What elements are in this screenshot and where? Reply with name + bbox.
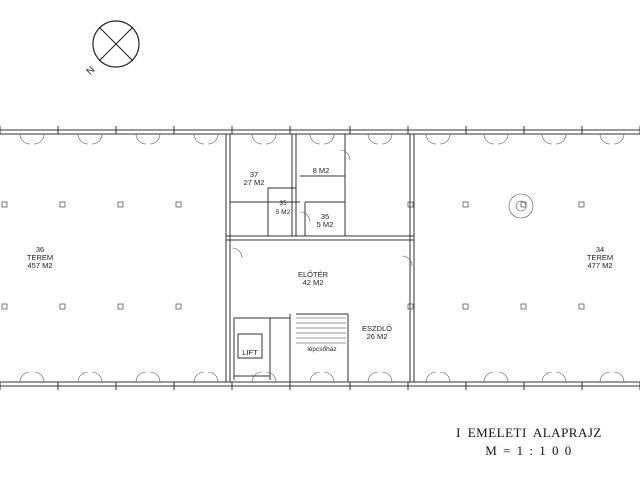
door-swing bbox=[497, 133, 509, 145]
door-swing bbox=[309, 133, 321, 145]
door-swing bbox=[265, 371, 277, 383]
door-swing bbox=[207, 133, 219, 145]
column bbox=[462, 303, 469, 310]
door-swing bbox=[149, 133, 161, 145]
column bbox=[117, 303, 124, 310]
column bbox=[578, 303, 585, 310]
lift-box bbox=[237, 333, 263, 359]
door-swing bbox=[323, 133, 335, 145]
lift-label: LIFT bbox=[242, 348, 258, 357]
door-swing bbox=[367, 133, 379, 145]
door-swing bbox=[555, 133, 567, 145]
door-swing bbox=[613, 133, 625, 145]
column bbox=[117, 201, 124, 208]
room-34-area: 477 M2 bbox=[587, 261, 612, 270]
door-swing bbox=[91, 371, 103, 383]
door-swing bbox=[541, 371, 553, 383]
door-swing bbox=[599, 371, 611, 383]
column bbox=[407, 201, 414, 208]
door-swing bbox=[367, 371, 379, 383]
room-36-name: TEREM bbox=[27, 253, 53, 262]
door-swing bbox=[483, 371, 495, 383]
door-swing bbox=[33, 371, 45, 383]
room-35b-number: 35 bbox=[321, 212, 329, 221]
door-swing bbox=[497, 371, 509, 383]
column bbox=[175, 303, 182, 310]
door-swing bbox=[425, 371, 437, 383]
door-swing bbox=[77, 133, 89, 145]
eszkozp-name: ESZDLŐ bbox=[362, 324, 392, 333]
door-swing bbox=[323, 371, 335, 383]
door-swing bbox=[207, 371, 219, 383]
plan-title: I EMELETI ALAPRAJZ bbox=[456, 425, 602, 440]
column bbox=[1, 201, 8, 208]
north-label: N bbox=[85, 65, 98, 78]
room-wc-area: 8 M2 bbox=[313, 166, 330, 175]
building-walls bbox=[0, 126, 640, 390]
door-swing bbox=[135, 371, 147, 383]
door-swing bbox=[299, 211, 311, 223]
door-swing bbox=[439, 371, 451, 383]
door-swing bbox=[77, 371, 89, 383]
column bbox=[59, 303, 66, 310]
door-swing bbox=[483, 133, 495, 145]
door-swing bbox=[541, 133, 553, 145]
door-swing bbox=[309, 371, 321, 383]
eszkozp-area: 26 M2 bbox=[367, 332, 388, 341]
plan-title-block: I EMELETI ALAPRAJZ M = 1 : 1 0 0 bbox=[418, 424, 640, 460]
door-swing bbox=[193, 371, 205, 383]
door-swing bbox=[19, 371, 31, 383]
column bbox=[59, 201, 66, 208]
door-swing bbox=[251, 371, 263, 383]
door-swing bbox=[339, 149, 351, 161]
door-swings bbox=[19, 133, 625, 383]
door-swing bbox=[91, 133, 103, 145]
room-37-number: 37 bbox=[250, 170, 258, 179]
room-36-area: 457 M2 bbox=[27, 261, 52, 270]
door-swing bbox=[135, 133, 147, 145]
room-34-name: TEREM bbox=[587, 253, 613, 262]
plan-scale: M = 1 : 1 0 0 bbox=[485, 443, 573, 458]
column bbox=[1, 303, 8, 310]
door-swing bbox=[149, 371, 161, 383]
column bbox=[462, 201, 469, 208]
door-swing bbox=[33, 133, 45, 145]
door-swing bbox=[425, 133, 437, 145]
column bbox=[520, 201, 527, 208]
eloter-name: ELŐTÉR bbox=[298, 270, 329, 279]
door-swing bbox=[265, 133, 277, 145]
column bbox=[520, 303, 527, 310]
eloter-area: 42 M2 bbox=[303, 278, 324, 287]
room-35b-area: 5 M2 bbox=[317, 220, 334, 229]
north-arrow-icon: N bbox=[85, 20, 140, 78]
door-swing bbox=[599, 133, 611, 145]
stairs-label: lépcsőház bbox=[307, 346, 336, 353]
door-swing bbox=[613, 371, 625, 383]
door-swing bbox=[555, 371, 567, 383]
column bbox=[407, 303, 414, 310]
ceiling-fixture-icon bbox=[508, 193, 534, 219]
room-35a-area: 5 M2 bbox=[276, 209, 291, 216]
door-swing bbox=[401, 255, 413, 267]
room-34-number: 34 bbox=[596, 245, 604, 254]
door-swing bbox=[231, 247, 243, 259]
door-swing bbox=[193, 133, 205, 145]
column bbox=[175, 201, 182, 208]
column-grid bbox=[1, 201, 585, 310]
door-swing bbox=[381, 371, 393, 383]
room-37-area: 27 M2 bbox=[244, 178, 265, 187]
room-36-number: 36 bbox=[36, 245, 44, 254]
door-swing bbox=[381, 133, 393, 145]
door-swing bbox=[251, 133, 263, 145]
room-35a-number: 35 bbox=[279, 200, 287, 207]
door-swing bbox=[19, 133, 31, 145]
door-swing bbox=[439, 133, 451, 145]
column bbox=[578, 201, 585, 208]
